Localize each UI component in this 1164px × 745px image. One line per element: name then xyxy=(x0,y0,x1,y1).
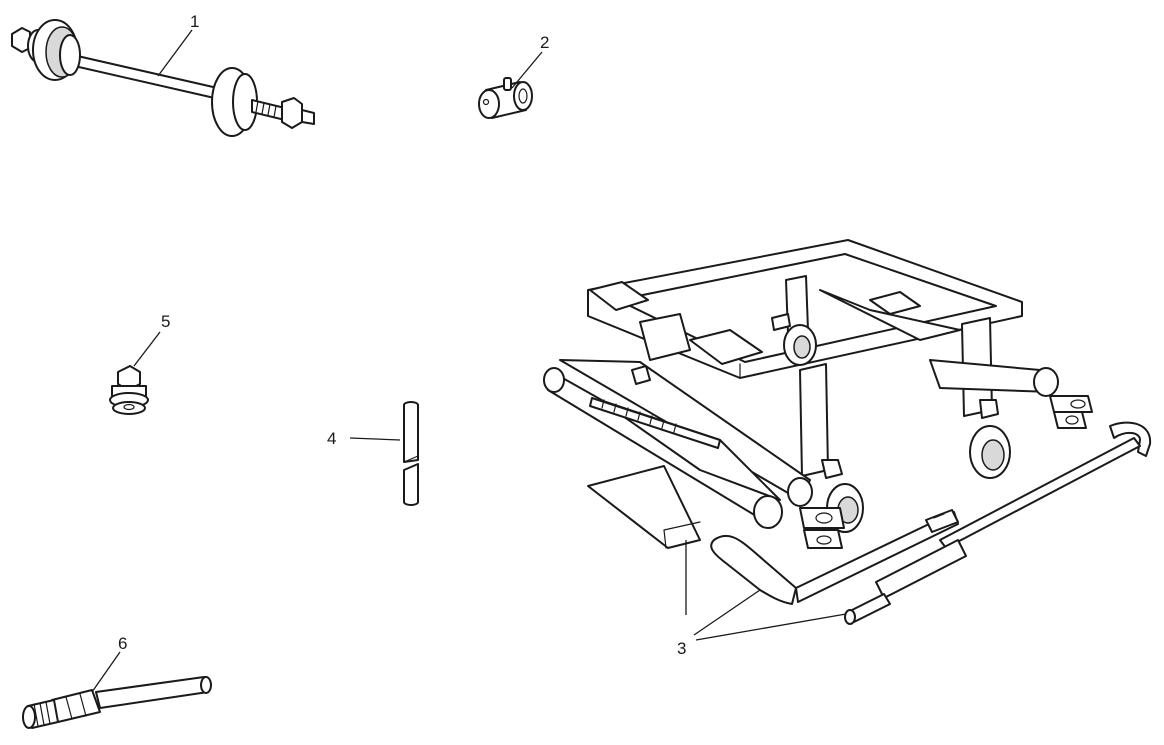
callout-5: 5 xyxy=(133,312,170,367)
callout-label: 3 xyxy=(677,639,686,658)
callout-label: 2 xyxy=(540,33,549,52)
callout-label: 1 xyxy=(190,12,199,31)
part-3-scissor-jack xyxy=(543,239,1093,549)
callout-label: 6 xyxy=(118,634,127,653)
callout-1: 1 xyxy=(157,12,199,77)
callout-2: 2 xyxy=(511,33,549,89)
callout-4: 4 xyxy=(327,429,401,448)
callout-6: 6 xyxy=(91,634,127,693)
part-5-plug-adapter xyxy=(109,365,149,415)
part-2-sleeve-bushing xyxy=(478,77,533,119)
callout-3: 3 xyxy=(677,540,847,658)
part-6-adapter-tube xyxy=(22,676,212,729)
part-1-bearing-puller xyxy=(11,19,315,137)
callout-label: 5 xyxy=(161,312,170,331)
part-3-handles xyxy=(710,421,1152,625)
callout-label: 4 xyxy=(327,429,336,448)
part-4-pin xyxy=(403,401,419,506)
